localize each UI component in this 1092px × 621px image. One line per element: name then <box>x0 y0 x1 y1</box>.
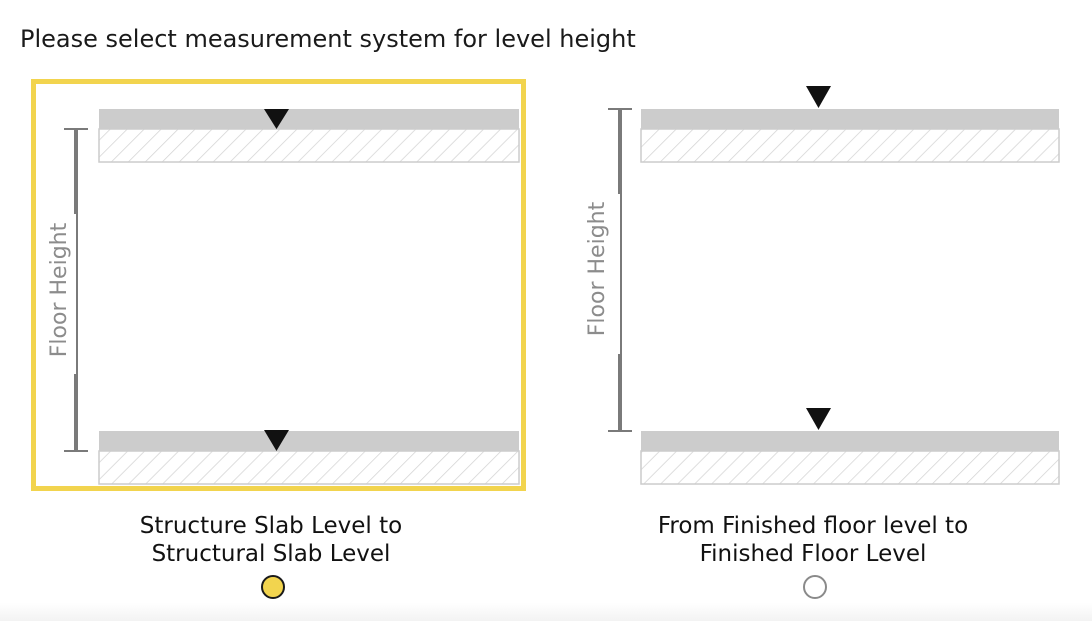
top-finish-layer <box>641 109 1059 129</box>
top-structural-slab <box>98 128 520 163</box>
floor-height-label: Floor Height <box>47 222 72 357</box>
page-title: Please select measurement system for lev… <box>20 25 636 53</box>
finished-floor-diagram: Floor Height <box>583 86 1060 485</box>
structural-slab-diagram: Floor Height <box>46 109 520 485</box>
footer-shade <box>0 603 1092 621</box>
floor-height-label: Floor Height <box>585 201 610 336</box>
top-level-marker-icon <box>264 109 289 129</box>
bottom-finish-layer <box>99 431 519 451</box>
option-card-structural-slab[interactable]: Floor Height <box>31 79 526 491</box>
bottom-structural-slab <box>98 450 520 485</box>
radio-finished-floor[interactable] <box>803 575 827 599</box>
radio-structural-slab[interactable] <box>261 575 285 599</box>
option-card-finished-floor[interactable]: Floor Height <box>573 79 1068 491</box>
top-structural-slab <box>640 128 1060 163</box>
bottom-level-marker-icon <box>264 430 289 451</box>
option-label-structural-slab: Structure Slab Level to Structural Slab … <box>139 513 403 567</box>
bottom-structural-slab <box>640 450 1060 485</box>
bottom-level-marker-icon <box>806 408 831 430</box>
top-level-marker-icon <box>806 86 831 108</box>
option-label-finished-floor: From Finished floor level to Finished Fl… <box>657 513 969 567</box>
bottom-finish-layer <box>641 431 1059 451</box>
top-finish-layer <box>99 109 519 129</box>
